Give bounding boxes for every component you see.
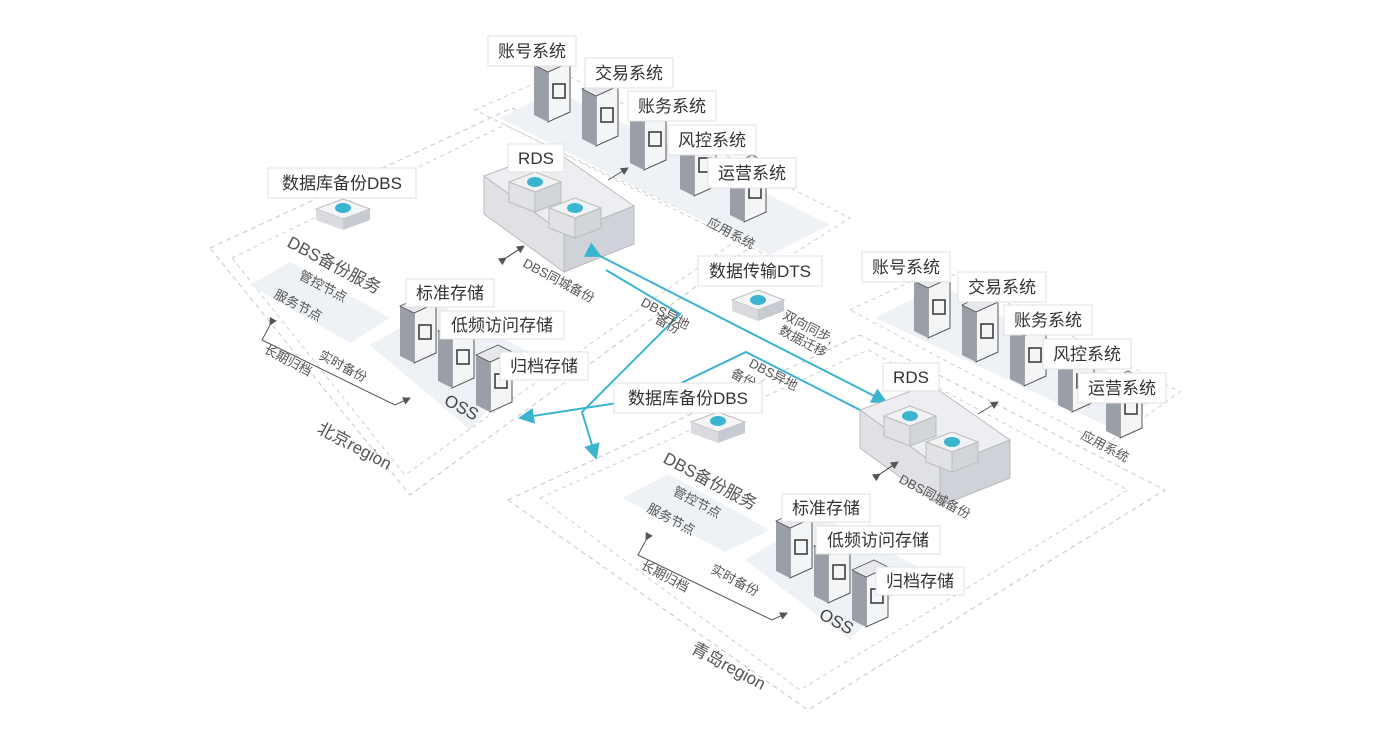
- beijing-rds-text: RDS: [518, 149, 554, 168]
- qingdao-dbs-label: 数据库备份DBS: [613, 382, 763, 414]
- beijing-rds-app-arrow: [607, 167, 629, 181]
- beijing-rds-label: RDS: [507, 143, 565, 173]
- app1-accounting-label: 账务系统: [627, 90, 717, 122]
- app1-risk-text: 风控系统: [678, 131, 746, 150]
- qingdao-infrequent-storage-text: 低频访问存储: [827, 531, 929, 550]
- qingdao-same-city-arrow: [871, 461, 899, 482]
- app1-accounting-text: 账务系统: [638, 97, 706, 116]
- app2-account-text: 账号系统: [872, 258, 940, 277]
- qingdao-archive-storage-label: 归档存储: [875, 566, 965, 596]
- beijing-archive-storage-label: 归档存储: [499, 351, 589, 381]
- app2-operation-label: 运营系统: [1077, 372, 1167, 404]
- beijing-region: 数据库备份DBS DBS备份服务 管控节点 服务节点 标准存储 低频访问存储 归…: [250, 167, 589, 474]
- qingdao-dbs-icon: [689, 411, 747, 443]
- app2-trade-label: 交易系统: [957, 271, 1047, 303]
- qingdao-rds-label: RDS: [882, 362, 940, 392]
- dts-text: 数据传输DTS: [709, 262, 811, 281]
- beijing-dbs-icon: [314, 198, 372, 230]
- app-systems-beijing: 账号系统 交易系统 账务系统 风控系统 运营系统 应用系统: [487, 35, 797, 252]
- beijing-infrequent-storage-text: 低频访问存储: [451, 316, 553, 335]
- beijing-rds: RDS DBS同城备份: [482, 143, 636, 306]
- qingdao-region-name: 青岛region: [688, 639, 769, 694]
- beijing-dbs-text: 数据库备份DBS: [282, 174, 402, 193]
- remote-backup-line-b: [518, 350, 869, 424]
- app1-account-text: 账号系统: [498, 42, 566, 61]
- app1-trade-label: 交易系统: [584, 57, 674, 89]
- app2-account-label: 账号系统: [861, 251, 951, 283]
- beijing-archive-storage-text: 归档存储: [510, 357, 578, 376]
- app2-accounting-label: 账务系统: [1003, 304, 1093, 336]
- qingdao-standard-storage-text: 标准存储: [792, 499, 860, 518]
- app2-operation-text: 运营系统: [1088, 379, 1156, 398]
- app1-account-label: 账号系统: [487, 35, 577, 67]
- app1-operation-text: 运营系统: [718, 164, 786, 183]
- app2-accounting-text: 账务系统: [1014, 311, 1082, 330]
- beijing-standard-storage-label: 标准存储: [405, 278, 495, 308]
- beijing-infrequent-storage-label: 低频访问存储: [439, 310, 565, 340]
- qingdao-rds-text: RDS: [893, 368, 929, 387]
- qingdao-dbs-text: 数据库备份DBS: [628, 389, 748, 408]
- dts-label: 数据传输DTS: [697, 255, 823, 287]
- dts: 数据传输DTS 双向同步, 数据迁移: [697, 255, 837, 360]
- qingdao-rds-app-arrow: [977, 401, 999, 415]
- qingdao-archive-storage-text: 归档存储: [886, 572, 954, 591]
- app1-operation-label: 运营系统: [707, 157, 797, 189]
- beijing-dbs-label: 数据库备份DBS: [267, 167, 417, 199]
- beijing-same-city-arrow: [497, 245, 525, 266]
- qingdao-region-outline: [507, 334, 1167, 711]
- qingdao-standard-storage-label: 标准存储: [781, 493, 871, 523]
- app2-risk-text: 风控系统: [1053, 345, 1121, 364]
- remote-backup-line-a: [580, 269, 682, 460]
- app2-risk-label: 风控系统: [1042, 338, 1132, 370]
- beijing-standard-storage-text: 标准存储: [416, 284, 484, 303]
- qingdao-region: 数据库备份DBS DBS备份服务 管控节点 服务节点 标准存储 低频访问存储 归…: [613, 382, 965, 694]
- qingdao-infrequent-storage-label: 低频访问存储: [815, 525, 941, 555]
- app1-trade-text: 交易系统: [595, 64, 663, 83]
- dts-sync-line: [583, 242, 888, 403]
- app2-trade-text: 交易系统: [968, 278, 1036, 297]
- beijing-long-term-archive: 长期归档: [262, 341, 315, 379]
- app1-risk-label: 风控系统: [667, 124, 757, 156]
- qingdao-rds: RDS DBS同城备份: [858, 362, 1012, 522]
- qingdao-long-term-archive: 长期归档: [639, 557, 692, 595]
- beijing-backup-flow-arrow: [261, 316, 411, 406]
- qingdao-backup-flow-arrow: [637, 531, 788, 621]
